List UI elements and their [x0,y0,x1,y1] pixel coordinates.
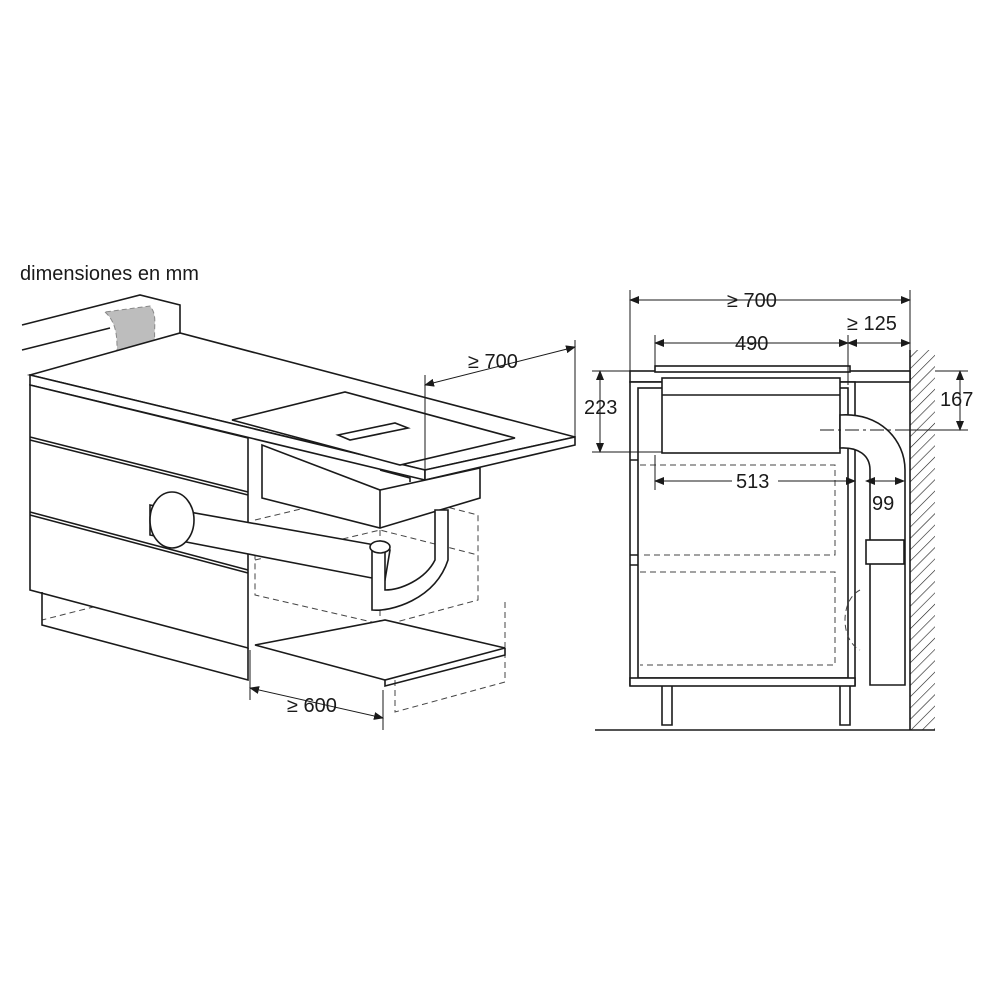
side-view: ≥ 700 490 ≥ 125 223 167 513 99 [584,290,973,731]
dim-hob-depth: 490 [735,333,768,355]
dim-duct-height: 167 [940,389,973,411]
vent-slot [335,422,411,441]
caption-units: dimensiones en mm [20,263,199,285]
wall [910,350,935,730]
dim-duct-width: 99 [872,493,894,515]
dim-total-depth: ≥ 700 [727,290,777,312]
base-plate [254,619,506,681]
hob-unit-side [661,377,841,454]
dim-unit-depth: 513 [736,471,769,493]
dim-width-perspective: ≥ 600 [287,695,337,717]
dim-hob-height: 223 [584,397,617,419]
dim-rear-gap: ≥ 125 [847,313,897,335]
perspective-view: ≥ 700 ≥ 600 [21,294,576,730]
dim-depth-perspective: ≥ 700 [468,351,518,373]
